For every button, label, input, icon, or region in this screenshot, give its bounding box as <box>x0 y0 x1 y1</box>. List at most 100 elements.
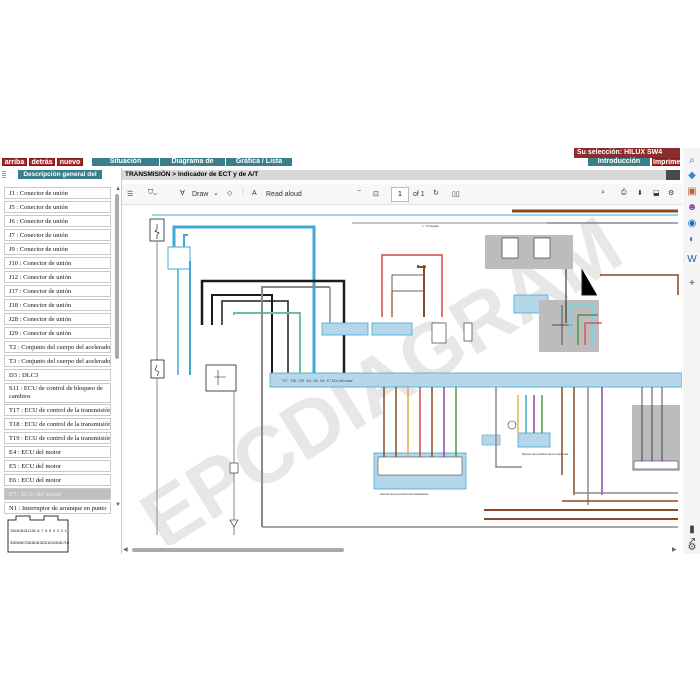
two-page-icon[interactable]: ▯▯ <box>452 191 460 198</box>
eraser-icon[interactable]: ◇ <box>227 190 233 197</box>
right-rail <box>683 148 700 554</box>
right-box-label: Sensor de posición de la mariposa <box>522 452 568 456</box>
sidebar-header[interactable]: Descripción general del sistema <box>18 170 102 187</box>
connector-pin-number: 24 <box>33 540 38 545</box>
situation-button[interactable]: Situación <box>92 158 159 166</box>
print-doc-icon[interactable]: ⎙ <box>621 189 627 196</box>
sidebar-item-j5[interactable]: J5 : Conector de unión <box>4 201 111 213</box>
filter-icon[interactable]: ⛉⌄ <box>148 189 158 196</box>
pdf-settings-icon[interactable]: ⚙ <box>668 190 675 197</box>
sidebar-item-t18[interactable]: T18 : ECU de control de la transmisión <box>4 418 111 430</box>
wiring-diagram: EPCDIAGRAM 1 : Protegido <box>122 205 682 545</box>
connector-pin-number: 11 <box>26 528 31 533</box>
connector-pin-number: 28 <box>18 540 23 545</box>
selection-label: Su selección: HILUX SW4 <box>574 148 680 158</box>
sidebar-item-j28[interactable]: J28 : Conector de unión <box>4 313 111 325</box>
draw-dropdown-icon[interactable]: ⌄ <box>213 190 219 197</box>
sidebar-item-t3[interactable]: T3 : Conjunto del cuerpo del acelerador <box>4 355 111 367</box>
connector-pin-number: 17 <box>61 540 66 545</box>
connector-pin-number: 10 <box>30 528 35 533</box>
office-icon[interactable]: ◐ <box>688 233 696 245</box>
page-number-input[interactable]: 1 <box>391 187 409 202</box>
save-as-icon[interactable]: ⬓ <box>653 190 660 197</box>
sidebar-item-j29[interactable]: J29 : Conector de unión <box>4 327 111 339</box>
sidebar-item-t17[interactable]: T17 : ECU de control de la transmisión <box>4 404 111 416</box>
sidebar-item-e7[interactable]: E7 : ECU del motor <box>4 488 111 500</box>
settings-icon[interactable]: ⚙ <box>687 541 697 553</box>
sidebar-scrollbar[interactable] <box>115 194 119 359</box>
sidebar-item-t2[interactable]: T2 : Conjunto del cuerpo del acelerador <box>4 341 111 353</box>
connector-pin-number: 7 <box>41 528 44 533</box>
draw-button-label[interactable]: Draw <box>192 191 209 198</box>
sidebar-scroll-up[interactable]: ▲ <box>115 186 121 192</box>
breadcrumb: TRANSMISIÓN > Indicador de ECT y de A/T <box>122 170 667 180</box>
horizontal-scroll-left[interactable]: ◀ <box>123 547 128 553</box>
connector-pin-number: 21 <box>45 540 50 545</box>
separator: | <box>242 188 244 195</box>
sidebar-item-d3[interactable]: D3 : DLC3 <box>4 369 111 381</box>
sidebar-item-n1[interactable]: N1 : Interruptor de arranque en punto <box>4 502 111 514</box>
graph-list-button[interactable]: Gráfica / Lista <box>226 158 292 166</box>
new-button[interactable]: nuevo <box>57 158 83 166</box>
sidebar-item-j12[interactable]: J12 : Conector de unión <box>4 271 111 283</box>
rotate-icon[interactable]: ↻ <box>433 190 439 197</box>
sidebar: Descripción general del sistema J1 : Con… <box>0 168 122 554</box>
word-icon[interactable]: W <box>687 253 697 265</box>
contents-icon[interactable]: ☰ <box>127 191 134 198</box>
print-button[interactable]: Imprime <box>652 158 681 166</box>
search-icon[interactable]: ⌕ <box>689 154 695 166</box>
connector-pin-number: 22 <box>41 540 46 545</box>
outlook-icon[interactable]: ◉ <box>687 217 697 229</box>
connector-pin-number: 26 <box>26 540 31 545</box>
connector-pin-number: 15 <box>10 528 15 533</box>
connector-pin-number: 20 <box>49 540 54 545</box>
introduction-button[interactable]: Introducción <box>588 158 650 166</box>
connector-pin-number: 18 <box>57 540 62 545</box>
sidebar-item-e4[interactable]: E4 : ECU del motor <box>4 446 111 458</box>
connector-pin-number: 29 <box>14 540 19 545</box>
top-label: 1 : Protegido <box>422 224 439 228</box>
connection-diagram-button[interactable]: Diagrama de conexiones <box>160 158 225 173</box>
sidebar-item-j9[interactable]: J9 : Conector de unión <box>4 243 111 255</box>
plus-icon[interactable]: + <box>689 277 695 289</box>
draw-icon[interactable]: ∀ <box>180 190 185 197</box>
horizontal-scrollbar[interactable] <box>132 548 344 552</box>
sidebar-item-j10[interactable]: J10 : Conector de unión <box>4 257 111 269</box>
search-doc-icon[interactable]: ⌕ <box>601 189 605 196</box>
up-button[interactable]: arriba <box>2 158 27 166</box>
sidebar-item-e5[interactable]: E5 : ECU del motor <box>4 460 111 472</box>
connector-pin-number: 23 <box>37 540 42 545</box>
connector-pin-number: 4 <box>53 528 56 533</box>
save-icon[interactable]: ⬇ <box>637 190 643 197</box>
horizontal-scroll-right[interactable]: ▶ <box>672 547 677 553</box>
bottom-box-label: Sensor de la posición del acelerador <box>380 492 429 496</box>
read-aloud-icon[interactable]: A <box>252 190 257 197</box>
sidebar-grip-icon <box>2 171 6 179</box>
back-button[interactable]: detrás <box>29 158 55 166</box>
sidebar-item-j6[interactable]: J6 : Conector de unión <box>4 215 111 227</box>
fit-page-icon[interactable]: ⊡ <box>373 191 379 198</box>
sidebar-item-e6[interactable]: E6 : ECU del motor <box>4 474 111 486</box>
sidebar-item-j18[interactable]: J18 : Conector de unión <box>4 299 111 311</box>
sidebar-item-s11[interactable]: S11 : ECU de control de bloqueo de cambi… <box>4 383 111 403</box>
connector-pin-number: 27 <box>22 540 27 545</box>
briefcase-icon[interactable]: ▣ <box>687 185 697 197</box>
sidebar-item-t19[interactable]: T19 : ECU de control de la transmisión <box>4 432 111 444</box>
main-bus-label: T17 - T18 - T19 - E4 - E5 - E6 - E7 ECU … <box>282 379 354 383</box>
connector-pin-number: 5 <box>49 528 52 533</box>
minus-icon[interactable]: − <box>357 188 362 195</box>
connector-pin-number: 12 <box>22 528 27 533</box>
sidebar-item-j7[interactable]: J7 : Conector de unión <box>4 229 111 241</box>
sidebar-item-j1[interactable]: J1 : Conector de unión <box>4 187 111 199</box>
tag-icon[interactable]: ◆ <box>688 169 696 181</box>
people-icon[interactable]: ☻ <box>686 201 698 213</box>
sidebar-scroll-down[interactable]: ▼ <box>115 502 121 508</box>
breadcrumb-end-marker <box>666 170 680 180</box>
sidebar-icon[interactable]: ▮ <box>689 523 695 535</box>
connector-pin-number: 19 <box>53 540 58 545</box>
read-aloud-button[interactable]: Read aloud <box>266 191 302 198</box>
sidebar-item-j17[interactable]: J17 : Conector de unión <box>4 285 111 297</box>
external-icon[interactable]: ↗ <box>687 535 697 547</box>
connector-pin-number: 30 <box>10 540 15 545</box>
